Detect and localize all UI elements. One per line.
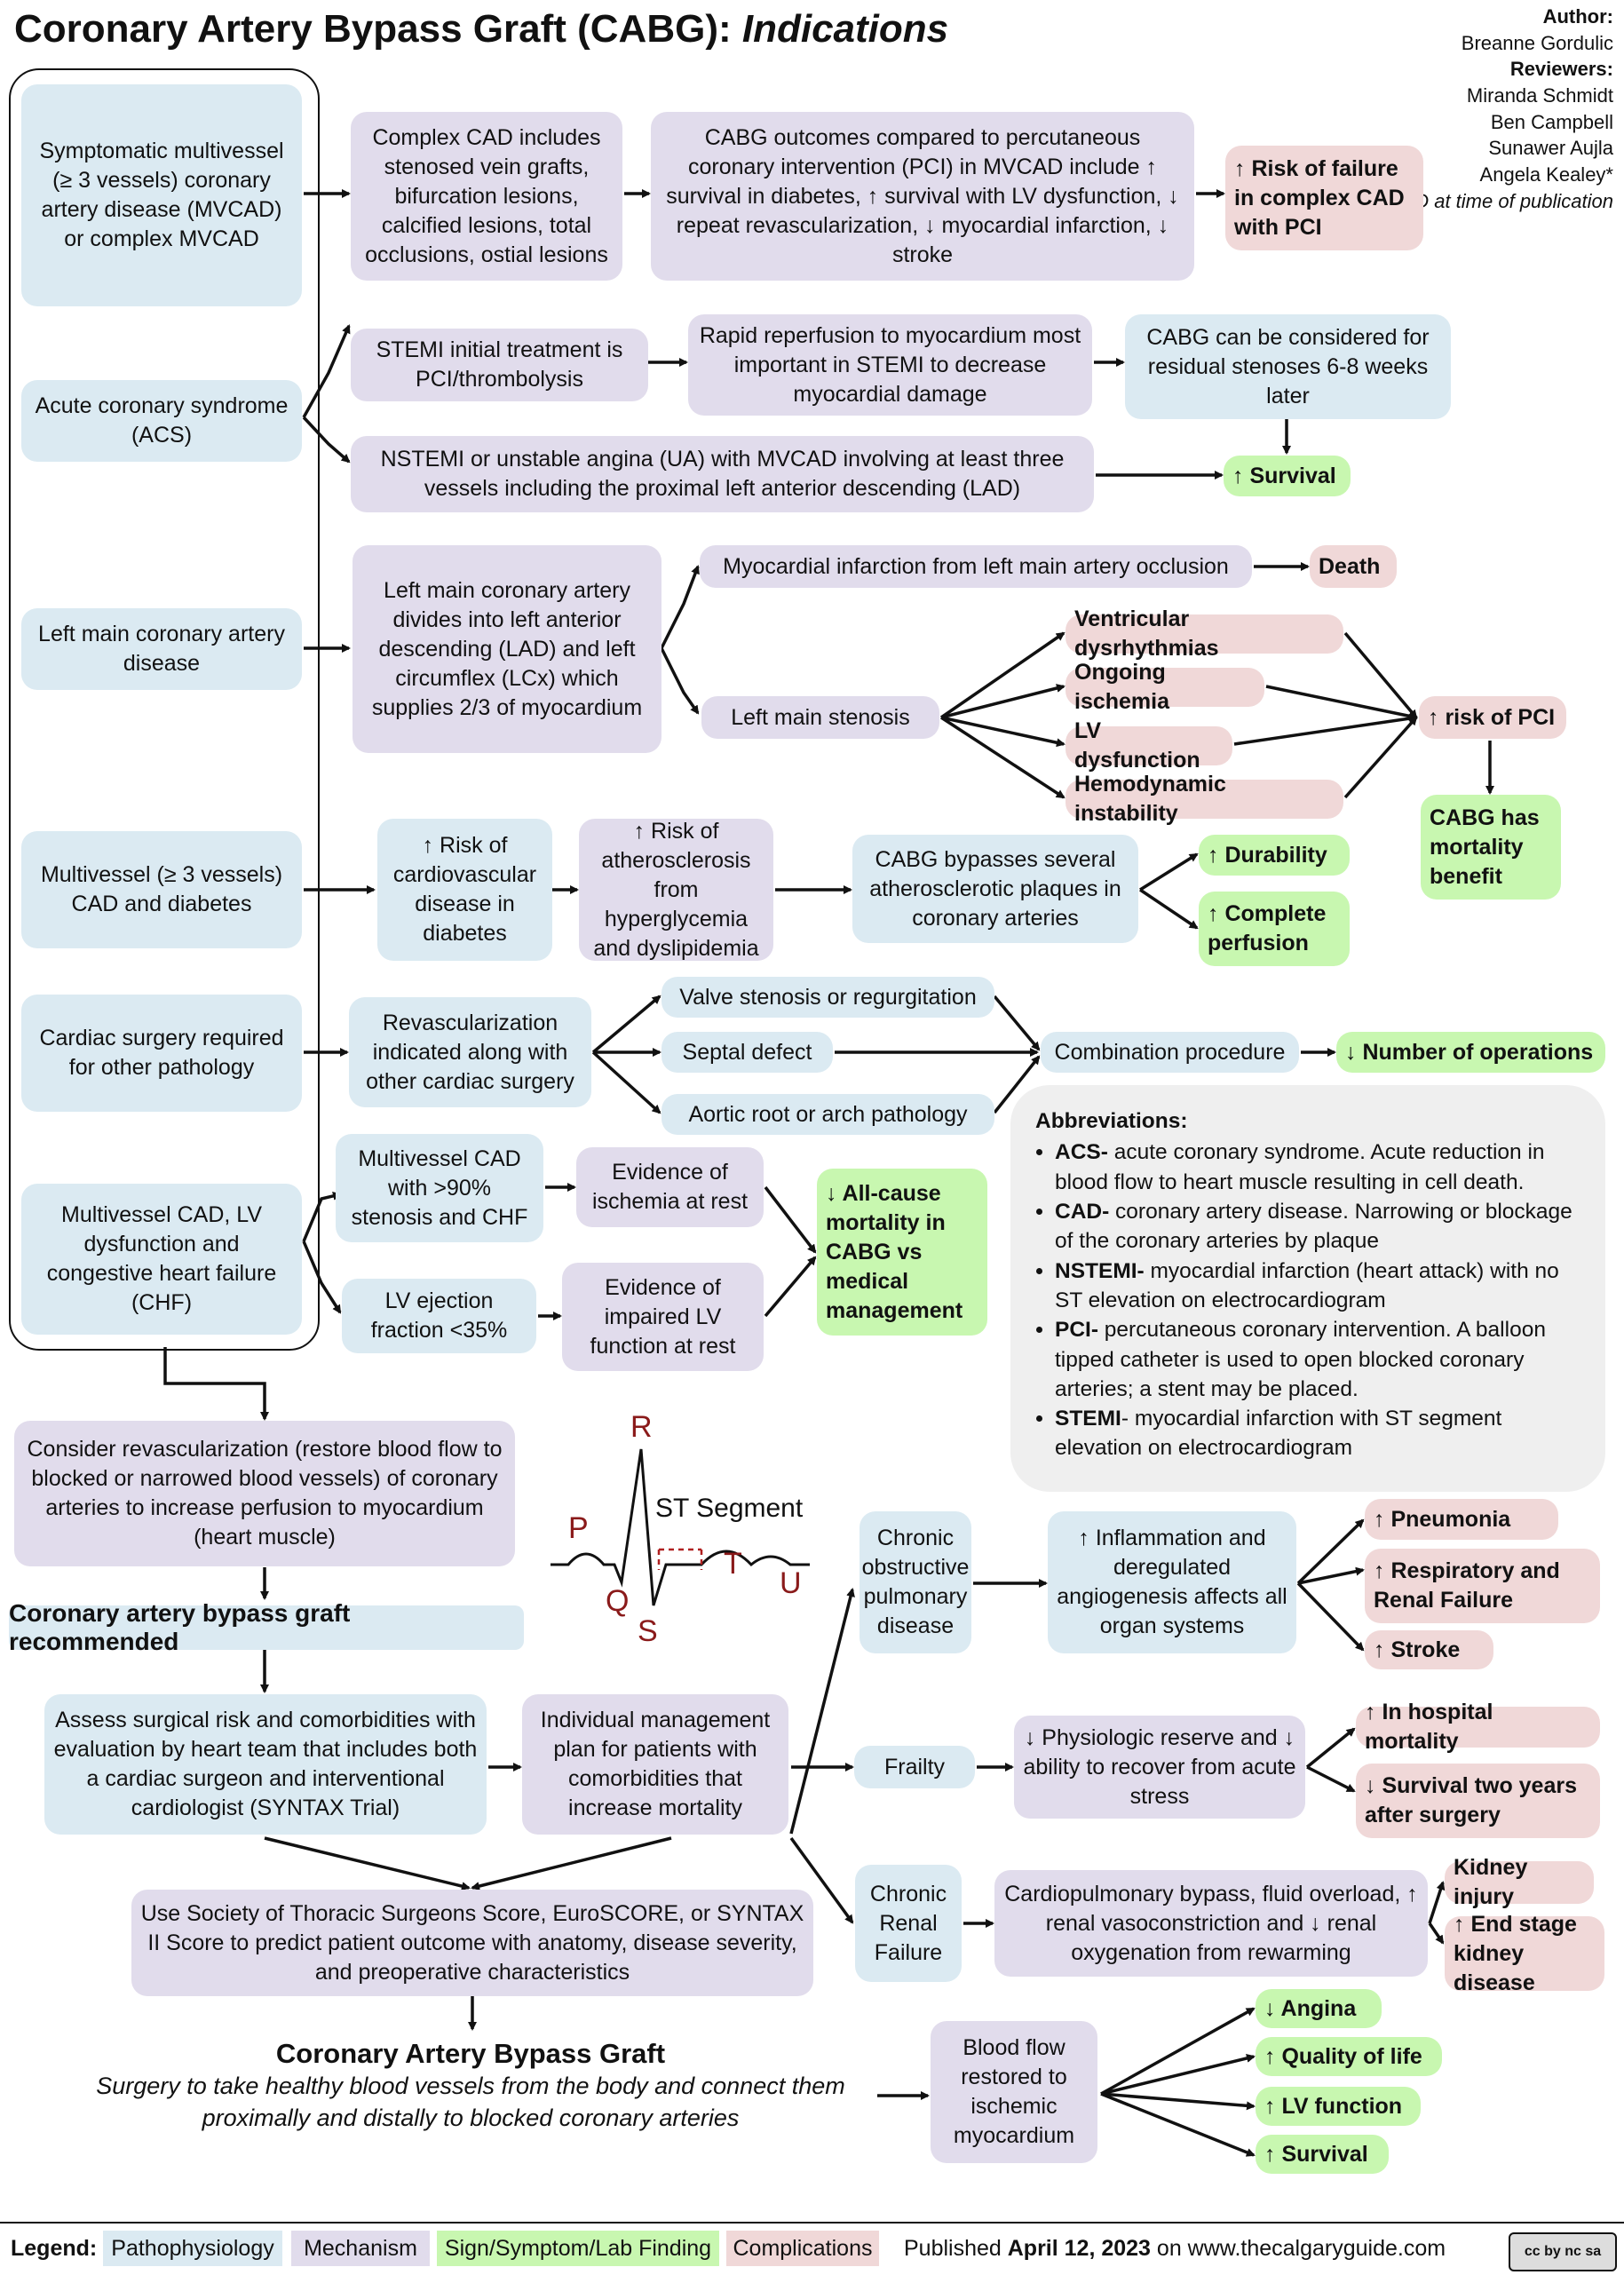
chf-box: Multivessel CAD, LV dysfunction and cong… — [21, 1184, 302, 1335]
ejection-fraction-box: LV ejection fraction <35% — [342, 1279, 536, 1353]
ecg-t-label: T — [724, 1547, 742, 1581]
abbr-nstemi: NSTEMI- myocardial infarction (heart att… — [1055, 1256, 1588, 1316]
assess-risk-box: Assess surgical risk and comorbidities w… — [44, 1694, 487, 1835]
durability-box: ↑ Durability — [1199, 835, 1350, 876]
consider-revascularization-box: Consider revascularization (restore bloo… — [14, 1421, 515, 1566]
ecg-r-label: R — [630, 1410, 653, 1444]
lv-function-box: ↑ LV function — [1256, 2087, 1421, 2126]
frailty-box: Frailty — [854, 1746, 975, 1788]
abbreviations-panel: Abbreviations: ACS- acute coronary syndr… — [1010, 1085, 1605, 1492]
survival-two-years-box: ↓ Survival two years after surgery — [1356, 1764, 1600, 1838]
stroke-box: ↑ Stroke — [1365, 1630, 1493, 1669]
individual-plan-box: Individual management plan for patients … — [522, 1694, 788, 1835]
multivessel-stenosis-box: Multivessel CAD with >90% stenosis and C… — [336, 1134, 543, 1242]
allcause-mortality-box: ↓ All-cause mortality in CABG vs medical… — [817, 1169, 987, 1336]
ventricular-dysrhythmias-box: Ventricular dysrhythmias — [1066, 606, 1343, 661]
ischemia-rest-box: Evidence of ischemia at rest — [576, 1147, 764, 1227]
cardiopulmonary-bypass-box: Cardiopulmonary bypass, fluid overload, … — [994, 1870, 1428, 1977]
stemi-box: STEMI initial treatment is PCI/thromboly… — [351, 329, 648, 401]
atherosclerosis-risk-box: ↑ Risk of atherosclerosis from hyperglyc… — [579, 819, 773, 961]
mortality-benefit-box: CABG has mortality benefit — [1421, 795, 1561, 900]
mvcad-diabetes-box: Multivessel (≥ 3 vessels) CAD and diabet… — [21, 831, 302, 948]
pci-risk-box: ↑ risk of PCI — [1419, 696, 1566, 739]
legend-mechanism: Mechanism — [291, 2231, 430, 2266]
cabg-recommended-box: Coronary artery bypass graft recommended — [9, 1599, 524, 1655]
copd-box: Chronic obstructive pulmonary disease — [860, 1511, 971, 1653]
combination-procedure-box: Combination procedure — [1041, 1032, 1299, 1073]
cv-risk-diabetes-box: ↑ Risk of cardiovascular disease in diab… — [377, 819, 552, 961]
in-hospital-mortality-box: ↑ In hospital mortality — [1356, 1700, 1600, 1754]
risk-failure-box: ↑ Risk of failure in complex CAD with PC… — [1225, 146, 1423, 250]
physiologic-reserve-box: ↓ Physiologic reserve and ↓ ability to r… — [1014, 1716, 1305, 1819]
left-main-cad-box: Left main coronary artery disease — [21, 608, 302, 690]
complete-perfusion-box: ↑ Complete perfusion — [1199, 892, 1350, 966]
indications-frame — [9, 68, 320, 1351]
survival-box: ↑ Survival — [1224, 456, 1351, 496]
legend-footer: Legend: Pathophysiology Mechanism Sign/S… — [0, 2222, 1624, 2275]
ecg-trace — [551, 1448, 810, 1606]
lv-dysfunction-box: LV dysfunction — [1066, 718, 1232, 773]
acs-box: Acute coronary syndrome (ACS) — [21, 380, 302, 462]
ecg-u-label: U — [780, 1566, 802, 1600]
respiratory-renal-failure-box: ↑ Respiratory and Renal Failure — [1365, 1549, 1600, 1623]
hemodynamic-instability-box: Hemodynamic instability — [1066, 772, 1343, 826]
quality-of-life-box: ↑ Quality of life — [1256, 2037, 1442, 2076]
cabg-outcomes-box: CABG outcomes compared to percutaneous c… — [651, 112, 1194, 281]
ongoing-ischemia-box: Ongoing ischemia — [1066, 660, 1264, 714]
ecg-s-label: S — [638, 1614, 658, 1648]
septal-defect-box: Septal defect — [661, 1032, 833, 1073]
cardiac-surgery-box: Cardiac surgery required for other patho… — [21, 995, 302, 1112]
risk-scores-box: Use Society of Thoracic Surgeons Score, … — [131, 1890, 813, 1996]
abbreviations-heading: Abbreviations: — [1035, 1109, 1188, 1133]
blood-flow-restored-box: Blood flow restored to ischemic myocardi… — [931, 2021, 1097, 2163]
valve-stenosis-box: Valve stenosis or regurgitation — [661, 977, 994, 1018]
cabg-definition: Coronary Artery Bypass Graft Surgery to … — [71, 2038, 870, 2135]
abbr-stemi: STEMI- myocardial infarction with ST seg… — [1055, 1404, 1588, 1463]
symptomatic-mvcad-box: Symptomatic multivessel (≥ 3 vessels) co… — [21, 84, 302, 306]
nstemi-box: NSTEMI or unstable angina (UA) with MVCA… — [351, 436, 1094, 512]
number-operations-box: ↓ Number of operations — [1336, 1032, 1605, 1073]
kidney-injury-box: Kidney injury — [1445, 1855, 1594, 1909]
left-main-desc-box: Left main coronary artery divides into l… — [353, 545, 661, 753]
pneumonia-box: ↑ Pneumonia — [1365, 1499, 1558, 1540]
cabg-definition-title: Coronary Artery Bypass Graft — [275, 2038, 666, 2069]
cabg-bypasses-box: CABG bypasses several atherosclerotic pl… — [852, 835, 1138, 943]
cabg-definition-text: Surgery to take healthy blood vessels fr… — [96, 2073, 845, 2132]
legend-pathophysiology: Pathophysiology — [103, 2231, 282, 2266]
death-box: Death — [1310, 545, 1397, 588]
inflammation-box: ↑ Inflammation and deregulated angiogene… — [1048, 1511, 1296, 1653]
left-main-stenosis-box: Left main stenosis — [701, 696, 939, 739]
legend-label: Legend: — [11, 2236, 98, 2261]
legend-sign-symptom: Sign/Symptom/Lab Finding — [437, 2231, 719, 2266]
ecg-q-label: Q — [606, 1584, 630, 1618]
ecg-st-segment-label: ST Segment — [655, 1494, 804, 1523]
page-title: Coronary Artery Bypass Graft (CABG): Ind… — [14, 7, 949, 51]
credits: Author: Breanne Gordulic Reviewers: Mira… — [1385, 5, 1613, 212]
license-badge-icon: cc by nc sa — [1509, 2232, 1617, 2271]
abbr-pci: PCI- percutaneous coronary intervention.… — [1055, 1315, 1588, 1404]
revascularization-box: Revascularization indicated along with o… — [349, 997, 591, 1107]
final-survival-box: ↑ Survival — [1256, 2135, 1389, 2174]
complex-cad-box: Complex CAD includes stenosed vein graft… — [351, 112, 622, 281]
reperfusion-box: Rapid reperfusion to myocardium most imp… — [688, 314, 1092, 416]
impaired-lv-box: Evidence of impaired LV function at rest — [562, 1263, 764, 1371]
abbr-cad: CAD- coronary artery disease. Narrowing … — [1055, 1197, 1588, 1256]
aortic-root-box: Aortic root or arch pathology — [661, 1094, 994, 1135]
angina-box: ↓ Angina — [1256, 1989, 1382, 2028]
chronic-renal-failure-box: Chronic Renal Failure — [855, 1865, 962, 1982]
end-stage-kidney-box: ↑ End stage kidney disease — [1445, 1912, 1604, 1995]
mi-occlusion-box: Myocardial infarction from left main art… — [700, 545, 1252, 588]
published-info: Published April 12, 2023 on www.thecalga… — [904, 2236, 1446, 2261]
ecg-p-label: P — [568, 1511, 589, 1545]
abbr-acs: ACS- acute coronary syndrome. Acute redu… — [1055, 1138, 1588, 1197]
residual-stenoses-box: CABG can be considered for residual sten… — [1125, 314, 1451, 419]
legend-complications: Complications — [726, 2231, 879, 2266]
